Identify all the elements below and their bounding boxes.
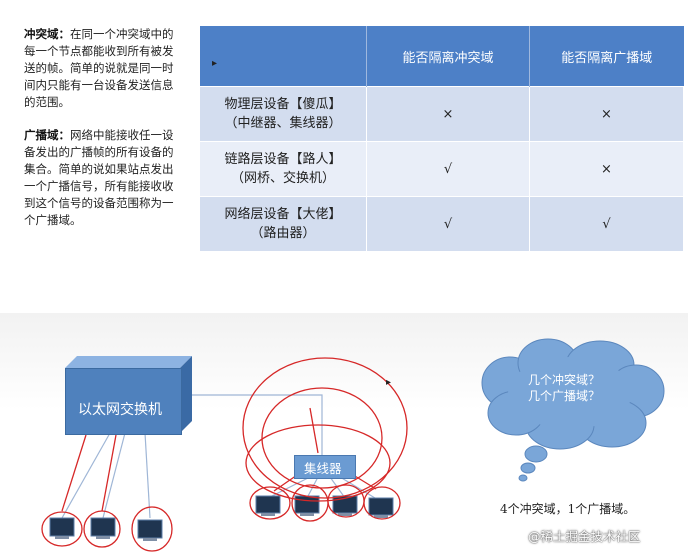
computer-icon <box>137 519 163 541</box>
cell-broadcast: × <box>529 141 684 197</box>
hub-device <box>294 455 356 479</box>
cell-collision: √ <box>366 196 530 251</box>
isolation-table: 能否隔离冲突域 能否隔离广播域 物理层设备【傻瓜】（中继器、集线器） × × 链… <box>200 26 684 251</box>
table-row: 网络层设备【大佬】（路由器） √ √ <box>200 196 684 251</box>
mouse-cursor-icon: ▸ <box>386 377 392 388</box>
switch-side-face <box>180 356 192 433</box>
switch-label: 以太网交换机 <box>78 402 162 418</box>
hub-label: 集线器 <box>304 461 342 476</box>
header-collision: 能否隔离冲突域 <box>366 26 530 87</box>
table-row: 链路层设备【路人】（网桥、交换机） √ × <box>200 141 684 197</box>
header-broadcast: 能否隔离广播域 <box>529 26 684 87</box>
cell-collision: × <box>366 86 530 142</box>
watermark: @稀土掘金技术社区 <box>528 529 641 544</box>
row-label: 网络层设备【大佬】（路由器） <box>200 196 367 251</box>
cell-broadcast: √ <box>529 196 684 251</box>
answer-text: 4个冲突域，1个广播域。 <box>500 502 636 516</box>
mouse-cursor-icon: ▸ <box>212 58 218 69</box>
collision-domain-definition: 冲突域：在同一个冲突域中的每一个节点都能收到所有被发送的帧。简单的说就是同一时间… <box>24 27 174 109</box>
computer-icon <box>49 517 75 539</box>
thought-cloud <box>481 338 665 482</box>
header-empty <box>200 26 367 87</box>
table-row: 物理层设备【傻瓜】（中继器、集线器） × × <box>200 86 684 142</box>
switch-top-face <box>65 356 192 368</box>
definitions-panel: 冲突域：在同一个冲突域中的每一个节点都能收到所有被发送的帧。简单的说就是同一时间… <box>24 26 174 245</box>
cell-collision: √ <box>366 141 530 197</box>
cloud-question: 几个冲突域？ 几个广播域？ <box>527 373 600 403</box>
computer-icon <box>90 517 116 539</box>
table-header-row: 能否隔离冲突域 能否隔离广播域 <box>200 26 684 87</box>
network-diagram-slide: 以太网交换机 集线器 几个冲突域？ 几个广播域？ 4个冲突域，1个广播域。 @稀… <box>0 313 688 555</box>
broadcast-domain-definition: 广播域：网络中能接收任一设备发出的广播帧的所有设备的集合。简单的说如果站点发出一… <box>24 128 174 227</box>
row-label: 物理层设备【傻瓜】（中继器、集线器） <box>200 86 367 142</box>
computer-icon <box>368 497 394 518</box>
row-label: 链路层设备【路人】（网桥、交换机） <box>200 141 367 197</box>
cell-broadcast: × <box>529 86 684 142</box>
ethernet-switch-device <box>65 368 182 435</box>
computer-icon <box>294 495 320 516</box>
computer-icon <box>255 495 281 516</box>
diagram-lines <box>41 338 665 552</box>
